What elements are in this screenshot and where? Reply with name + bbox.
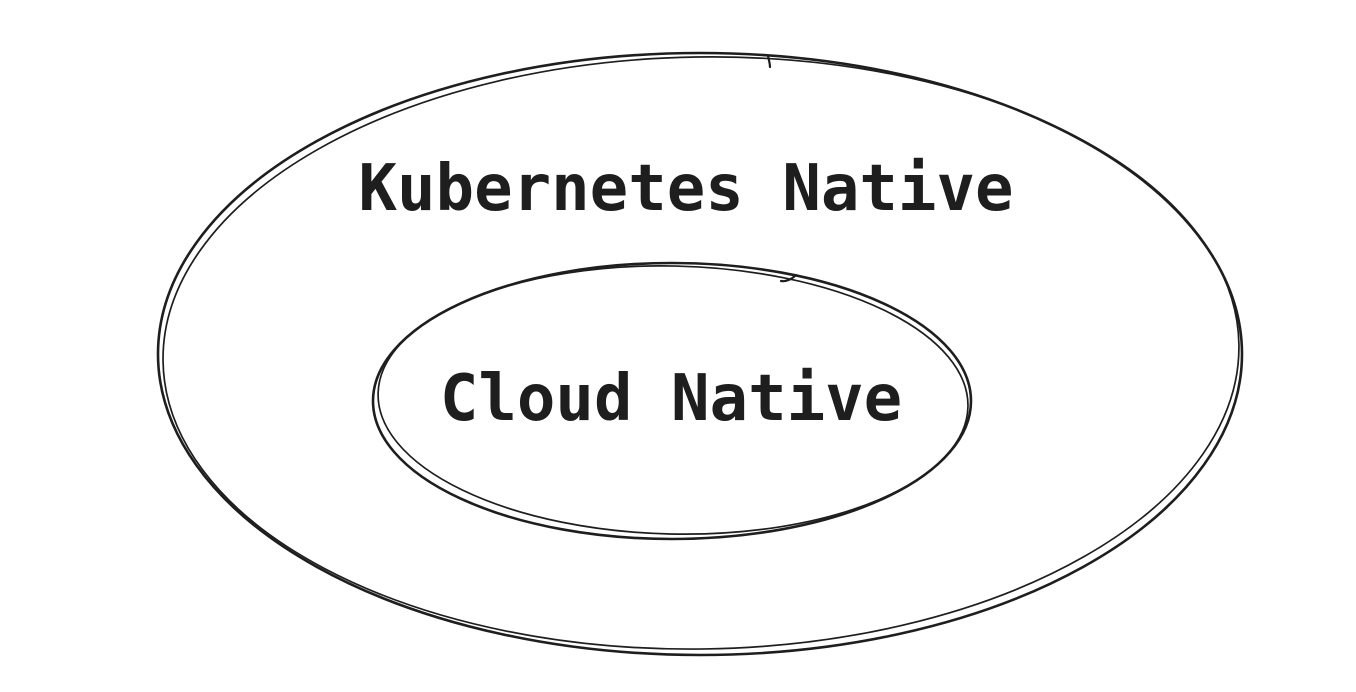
inner-ellipse-stroke-1 [371, 261, 973, 541]
inner-set-label: Cloud Native [440, 362, 902, 436]
outer-set-label: Kubernetes Native [358, 152, 1013, 226]
outer-ellipse [156, 51, 1244, 657]
outer-ellipse-pen-nub [766, 54, 772, 69]
outer-ellipse-stroke-2 [162, 56, 1240, 650]
inner-ellipse-stroke-2 [377, 265, 969, 536]
inner-ellipse-pen-nub [779, 273, 798, 283]
outer-ellipse-stroke-1 [156, 51, 1244, 657]
inner-ellipse [371, 261, 973, 541]
